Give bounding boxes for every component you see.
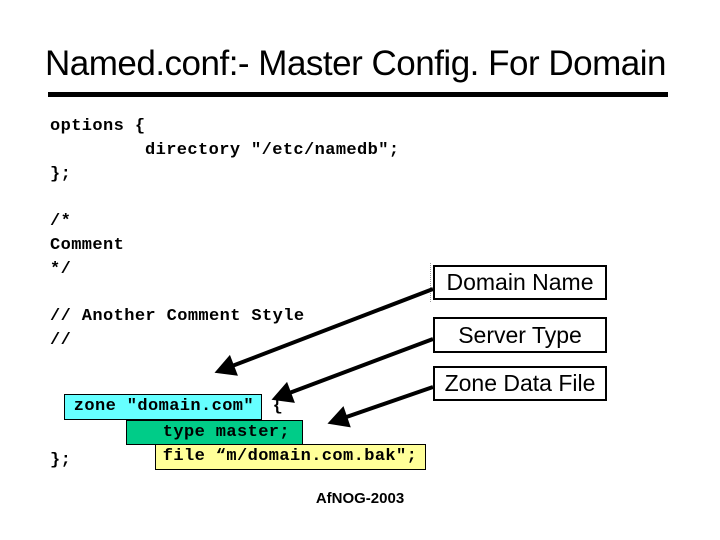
arrow-server-type-to-type (271, 337, 434, 403)
callout-domain-name: Domain Name (433, 265, 607, 300)
code-zone-open-brace: { (262, 397, 284, 416)
code-block-comment-open: /* (50, 212, 72, 231)
arrow-domain-name-to-zone (214, 287, 434, 376)
code-type-row: type master; (108, 402, 304, 463)
code-block-comment-close: */ (50, 260, 72, 279)
slide-title: Named.conf:- Master Config. For Domain (45, 44, 666, 83)
selection-dotted-edge (430, 263, 431, 302)
code-block-comment-text: Comment (50, 236, 125, 255)
server-type-highlight: type master; (125, 420, 304, 445)
code-zone-close: }; (50, 451, 72, 470)
code-line-comment-empty: // (50, 331, 72, 350)
code-options-close: }; (50, 165, 72, 184)
code-zone-row: zone "domain.com" { (46, 376, 283, 438)
code-options-open: options { (50, 117, 146, 136)
zone-file-highlight: file “m/domain.com.bak"; (154, 444, 427, 470)
slide-footer: AfNOG-2003 (315, 490, 405, 507)
arrow-zone-data-file-to-file (327, 385, 434, 428)
callout-zone-data-file: Zone Data File (433, 366, 607, 401)
code-line-comment: // Another Comment Style (50, 307, 305, 326)
code-directory: directory "/etc/namedb"; (145, 141, 400, 160)
title-underline (48, 92, 668, 97)
zone-name-highlight: zone "domain.com" (63, 394, 263, 420)
code-file-row: file “m/domain.com.bak"; (137, 426, 427, 488)
callout-server-type: Server Type (433, 317, 607, 353)
